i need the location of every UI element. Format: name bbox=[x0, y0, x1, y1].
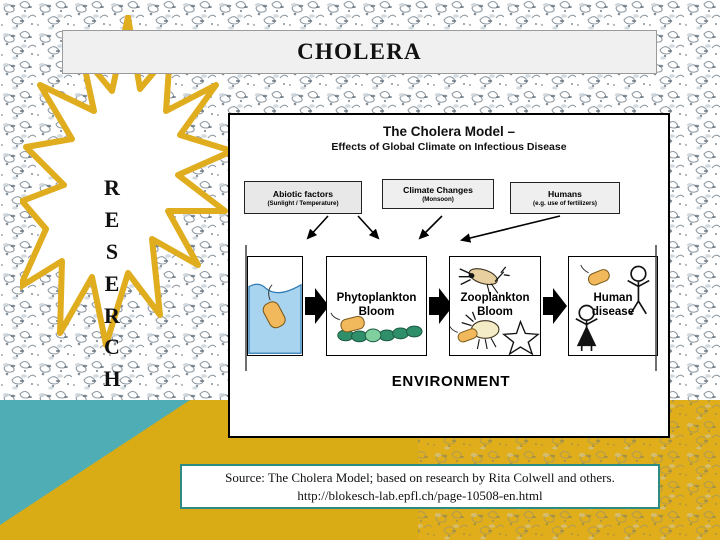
source-line-2[interactable]: http://blokesch-lab.epfl.ch/page-10508-e… bbox=[297, 487, 543, 503]
factor-box-title: Humans bbox=[548, 189, 582, 199]
page-title: CHOLERA bbox=[297, 39, 422, 64]
source-line-1: Source: The Cholera Model; based on rese… bbox=[225, 469, 615, 485]
factor-box-humans: Humans (e.g. use of fertilizers) bbox=[510, 182, 620, 214]
vertical-letter: E bbox=[104, 206, 120, 232]
factor-box-subtitle: (e.g. use of fertilizers) bbox=[533, 200, 597, 207]
factor-box-climate: Climate Changes (Monsoon) bbox=[382, 179, 494, 209]
vertical-letter: C bbox=[104, 334, 120, 360]
factor-box-abiotic: Abiotic factors (Sunlight / Temperature) bbox=[244, 181, 362, 214]
vertical-letter: S bbox=[105, 238, 119, 264]
factor-box-title: Climate Changes bbox=[403, 185, 473, 195]
vertical-letter: H bbox=[103, 366, 121, 392]
cholera-model-diagram: The Cholera Model – Effects of Global Cl… bbox=[228, 113, 670, 438]
diagram-subtitle: Effects of Global Climate on Infectious … bbox=[331, 141, 567, 154]
factor-box-subtitle: (Sunlight / Temperature) bbox=[267, 199, 339, 207]
starburst-shape bbox=[20, 15, 235, 348]
factor-box-row: Abiotic factors (Sunlight / Temperature)… bbox=[230, 179, 672, 215]
vertical-letter: E bbox=[104, 270, 120, 296]
factor-box-title: Abiotic factors bbox=[272, 188, 334, 199]
vertical-letter: R bbox=[104, 302, 120, 328]
environment-label: ENVIRONMENT bbox=[391, 373, 511, 390]
source-citation-box: Source: The Cholera Model; based on rese… bbox=[180, 464, 660, 509]
vertical-research-word: R E S E R C H bbox=[90, 172, 134, 395]
slide-title-box: CHOLERA bbox=[62, 30, 657, 74]
diagram-title: The Cholera Model – bbox=[382, 124, 516, 139]
factor-box-subtitle: (Monsoon) bbox=[422, 196, 454, 203]
vertical-letter: R bbox=[104, 175, 120, 200]
